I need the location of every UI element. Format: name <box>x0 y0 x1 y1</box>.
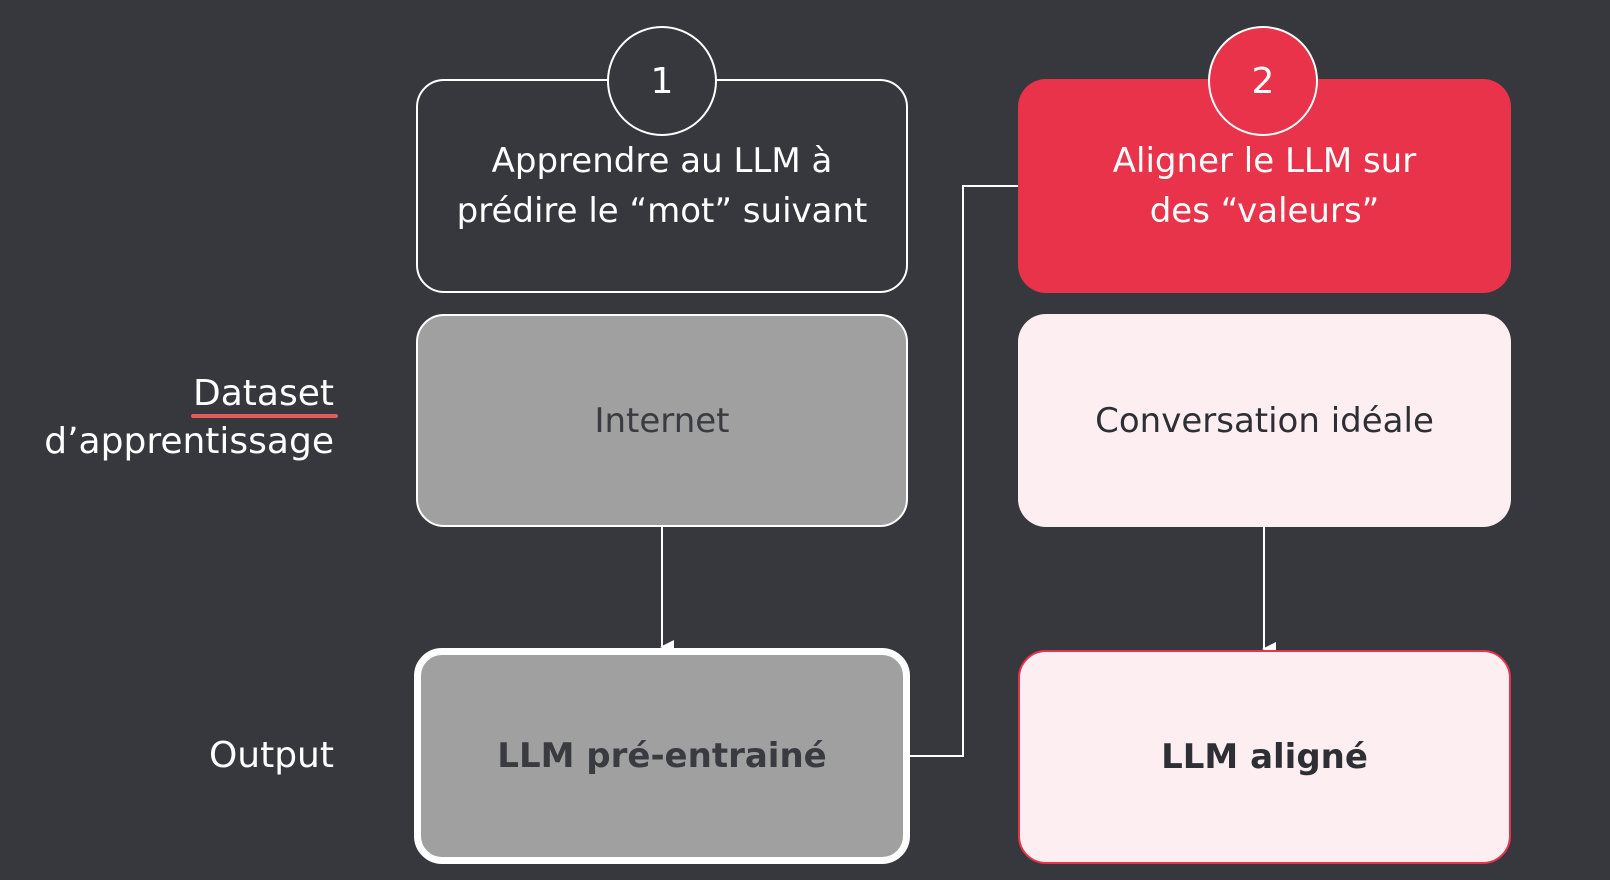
output-aligned-text: LLM aligné <box>1161 737 1368 777</box>
dataset-row-label: Dataset d’apprentissage <box>44 370 338 466</box>
dataset-box-internet: Internet <box>416 314 908 527</box>
step1-number-badge: 1 <box>607 26 717 136</box>
dataset-conversation-text: Conversation idéale <box>1095 400 1434 441</box>
output-pretrained-text: LLM pré-entrainé <box>497 736 827 776</box>
step2-number-badge: 2 <box>1208 26 1318 136</box>
step1-text: Apprendre au LLM à prédire le “mot” suiv… <box>456 141 868 231</box>
connector-pretrained-to-step2 <box>910 185 1018 757</box>
output-box-pretrained: LLM pré-entrainé <box>414 648 910 864</box>
dataset-label-line1: Dataset <box>193 373 334 414</box>
step2-number: 2 <box>1251 60 1275 102</box>
dataset-label-line2: d’apprentissage <box>44 421 334 462</box>
step2-text: Aligner le LLM sur des “valeurs” <box>1112 141 1417 231</box>
dataset-internet-text: Internet <box>594 400 730 441</box>
output-row-label: Output <box>209 732 334 780</box>
dataset-underline <box>191 414 338 418</box>
step1-box: Apprendre au LLM à prédire le “mot” suiv… <box>416 79 908 293</box>
dataset-box-conversation: Conversation idéale <box>1018 314 1511 527</box>
dataset-word: Dataset <box>191 370 338 418</box>
step1-number: 1 <box>650 60 674 102</box>
output-box-aligned: LLM aligné <box>1018 650 1511 864</box>
output-label: Output <box>208 735 334 776</box>
